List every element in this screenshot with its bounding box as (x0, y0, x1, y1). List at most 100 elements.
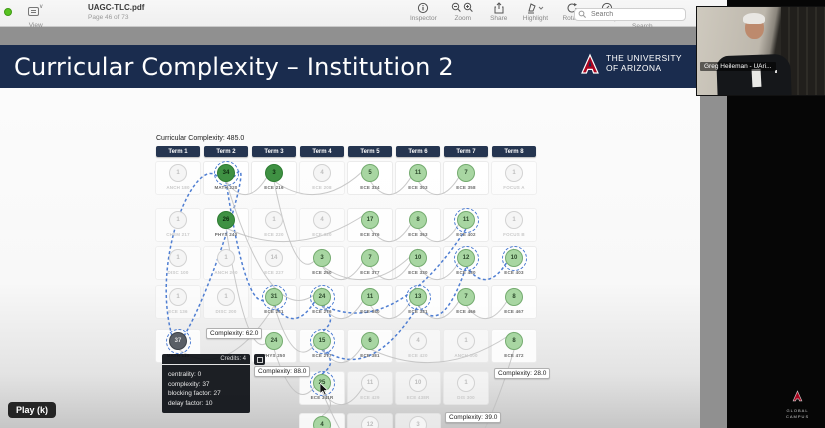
course-node-ece-402[interactable]: 11 (457, 211, 475, 229)
course-label: ECE 403 (504, 270, 524, 275)
complexity-label: Complexity: 28.0 (494, 368, 551, 379)
term-header-7[interactable]: Term 7 (444, 146, 488, 157)
preview-toolbar: ∨ View UAGC-TLC.pdf Page 46 of 73 Inspec… (0, 0, 727, 30)
course-label: ECE 438R (406, 395, 430, 400)
search-input[interactable] (574, 8, 686, 21)
term-header-2[interactable]: Term 2 (204, 146, 248, 157)
course-label: ECE 466 (456, 309, 476, 314)
course-node-ece-136[interactable]: 1 (169, 288, 187, 306)
course-node-ece-421[interactable]: 12 (361, 416, 379, 428)
participant-video[interactable]: Greg Heileman - UAri... (697, 7, 825, 95)
course-node-ece-341r[interactable]: 25 (313, 374, 331, 392)
tooltip-pin-button[interactable] (254, 354, 265, 365)
course-node-anch-180[interactable]: 1 (169, 164, 187, 182)
course-label: ECE 208 (312, 185, 332, 190)
term-header-6[interactable]: Term 6 (396, 146, 440, 157)
course-node-phys-240[interactable]: 26 (217, 211, 235, 229)
window-traffic-light[interactable] (4, 8, 12, 16)
share-button[interactable]: Share (489, 2, 509, 22)
prerequisite-edge (321, 390, 340, 428)
course-node-ece-227[interactable]: 14 (265, 249, 283, 267)
course-label: ECE 420 (408, 353, 428, 358)
course-label: ECE 363 (408, 232, 428, 237)
course-label: ECE 330 (408, 270, 428, 275)
course-node-ece-303[interactable]: 11 (409, 164, 427, 182)
course-node-ece-330[interactable]: 10 (409, 249, 427, 267)
course-node-ece-466[interactable]: 7 (457, 288, 475, 306)
document-meta: UAGC-TLC.pdf Page 46 of 73 (88, 4, 144, 22)
course-node-ece-467[interactable]: 8 (505, 288, 523, 306)
course-node-ece-429[interactable]: 3 (409, 416, 427, 428)
course-node-ece-429[interactable]: 11 (361, 374, 379, 392)
page-indicator: Page 46 of 73 (88, 14, 129, 21)
selected-ring (453, 245, 479, 271)
course-node-ece-241[interactable]: 31 (265, 288, 283, 306)
play-tooltip[interactable]: Play (k) (8, 402, 57, 418)
tooltip-line: blocking factor: 27 (168, 390, 221, 397)
course-node-ece-216[interactable]: 3 (265, 164, 283, 182)
course-node-phys-250[interactable]: 24 (265, 332, 283, 350)
course-node-math-110[interactable]: 37 (169, 332, 187, 350)
course-node-focus-a[interactable]: 1 (505, 164, 523, 182)
term-header-8[interactable]: Term 8 (492, 146, 536, 157)
course-label: ECE 402 (456, 232, 476, 237)
term-header-4[interactable]: Term 4 (300, 146, 344, 157)
course-node-anch-200[interactable]: 1 (217, 249, 235, 267)
course-node-ece-377[interactable]: 7 (361, 249, 379, 267)
course-node-ece-363[interactable]: 8 (409, 211, 427, 229)
selected-ring (309, 370, 335, 396)
course-node-math-220[interactable]: 34 (217, 164, 235, 182)
course-node-ece-334[interactable]: 5 (361, 164, 379, 182)
course-node-disc-200[interactable]: 1 (217, 288, 235, 306)
view-control[interactable]: ∨ View (28, 3, 43, 29)
course-node-chem-217[interactable]: 1 (169, 211, 187, 229)
tooltip-line: centrality: 0 (168, 371, 202, 378)
course-label: ECE 241 (264, 309, 284, 314)
selected-ring (405, 284, 431, 310)
inspector-button[interactable]: Inspector (410, 2, 437, 22)
selected-ring (261, 284, 287, 310)
course-node-anch-300[interactable]: 1 (457, 332, 475, 350)
course-node-ece-430[interactable]: 12 (457, 249, 475, 267)
course-node-ece-276[interactable]: 24 (313, 288, 331, 306)
course-label: ECE 341R (310, 395, 334, 400)
course-node-ece-331[interactable]: 13 (409, 288, 427, 306)
zoom-button[interactable]: Zoom (451, 2, 475, 22)
term-header-1[interactable]: Term 1 (156, 146, 200, 157)
selected-ring (309, 328, 335, 354)
course-label: ECE 472 (504, 353, 524, 358)
highlight-button[interactable]: Highlight (523, 2, 548, 22)
course-node-ece-250[interactable]: 3 (313, 249, 331, 267)
course-node-ece-208[interactable]: 4 (313, 164, 331, 182)
tool-label: Rotate (562, 15, 582, 22)
course-node-ece-220[interactable]: 1 (265, 211, 283, 229)
share-icon (493, 2, 505, 14)
course-node-disc-100[interactable]: 1 (169, 249, 187, 267)
term-header-3[interactable]: Term 3 (252, 146, 296, 157)
course-label: PHYS 240 (214, 232, 238, 237)
term-header-5[interactable]: Term 5 (348, 146, 392, 157)
course-node-cs-394r[interactable]: 4 (313, 416, 331, 428)
course-node-ece-358[interactable]: 7 (457, 164, 475, 182)
course-node-ece-420[interactable]: 4 (409, 332, 427, 350)
course-node-dis-300[interactable]: 1 (457, 374, 475, 392)
course-label: ECE 276 (312, 309, 332, 314)
course-node-ece-340[interactable]: 11 (361, 288, 379, 306)
course-label: ECE 303 (408, 185, 428, 190)
document-title: UAGC-TLC.pdf (88, 3, 145, 12)
complexity-label: Complexity: 88.0 (254, 366, 311, 377)
tool-label: Inspector (410, 15, 437, 22)
course-label: ECE 376 (360, 232, 380, 237)
chevron-down-icon: ∨ (39, 4, 44, 10)
course-node-ece-438r[interactable]: 10 (409, 374, 427, 392)
course-node-ece-376[interactable]: 17 (361, 211, 379, 229)
highlight-icon (526, 2, 544, 14)
course-node-ece-320[interactable]: 4 (313, 211, 331, 229)
course-node-ece-277[interactable]: 15 (313, 332, 331, 350)
course-node-focus-b[interactable]: 1 (505, 211, 523, 229)
course-label: ECE 250 (312, 270, 332, 275)
course-node-ece-381[interactable]: 6 (361, 332, 379, 350)
course-node-ece-403[interactable]: 10 (505, 249, 523, 267)
course-node-ece-472[interactable]: 8 (505, 332, 523, 350)
